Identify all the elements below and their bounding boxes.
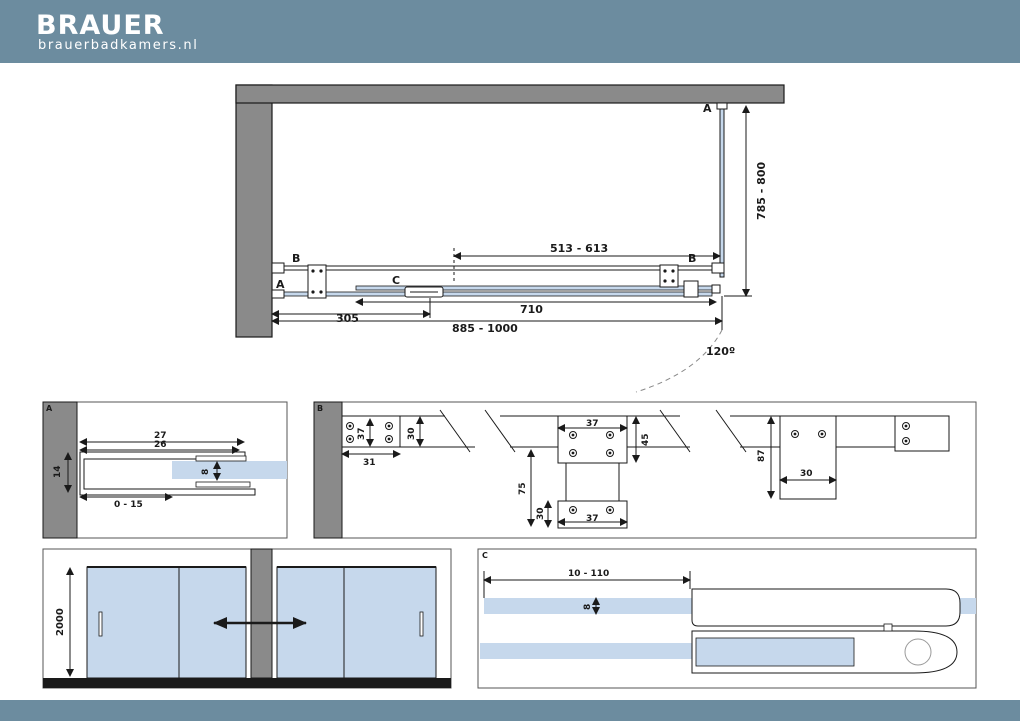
detail-a-dim-14: 14 [53,465,63,478]
elevation-panel: 2000 [42,548,452,689]
detail-c-panel: C 10 - 110 8 [477,548,977,689]
b-dim-30-low: 30 [536,507,546,520]
rail-bracket-right [711,262,725,274]
b-end-bracket [779,415,837,500]
dim-text-total: 885 - 1000 [452,322,518,335]
dim-text-305: 305 [336,312,359,325]
detail-b-tag: B [317,404,323,413]
b-dim-30-v: 30 [407,427,417,440]
label-c: C [392,274,400,287]
detail-a-tag: A [46,404,53,413]
wall-left [235,84,273,338]
top-plan-view: A A B B C 513 - 613 785 - 800 710 305 88… [235,84,785,393]
brand-footer [0,700,1020,721]
b-dim-37-bottom: 37 [586,514,599,524]
floor-clip-left [271,289,285,299]
label-a-bottom: A [276,278,285,291]
detail-c-dim-8: 8 [583,604,593,610]
detail-a-dim-8: 8 [201,469,211,475]
b-dim-87: 87 [757,449,767,462]
carriage-right [659,264,679,288]
side-panel-profile [716,102,728,110]
detail-a-dim-range: 0 - 15 [114,500,143,510]
dim-text-side: 785 - 800 [755,162,768,220]
end-stop-right [683,280,699,298]
detail-a-dim-27: 27 [154,431,167,441]
elevation-dim-height: 2000 [55,608,66,636]
b-dim-30-right: 30 [800,469,813,479]
detail-a-dim-26: 26 [154,440,167,450]
label-a-top: A [703,102,712,115]
b-dim-37-v: 37 [357,427,367,440]
detail-b-panel: B 37 30 31 37 [313,401,977,539]
side-panel-glass [719,104,725,278]
rail-bracket-left [271,262,285,274]
detail-c-tag: C [482,551,488,560]
label-b-left: B [292,252,300,265]
angle-text: 120º [706,345,735,358]
b-dim-37-top: 37 [586,419,599,429]
detail-a-panel: A 27 26 14 8 0 - 15 [42,401,288,539]
dim-text-710: 710 [520,303,543,316]
logo-website: brauerbadkamers.nl [38,38,199,53]
logo-brand-name: BRAUER [36,10,165,41]
b-wall-mount [894,415,950,452]
b-dim-45: 45 [641,433,651,446]
detail-a-glass [172,461,287,479]
b-carriage-stem [565,462,620,502]
b-carriage-top [557,415,628,464]
detail-c-handle-body [691,588,961,627]
b-dim-75: 75 [518,482,528,495]
elevation-floor [43,678,451,688]
brauer-logo: BRAUER brauerbadkamers.nl [36,10,286,55]
door-swing-arc [635,329,723,393]
b-dim-31: 31 [363,458,376,468]
carriage-left [307,264,327,299]
detail-c-knob [904,638,932,666]
detail-c-dim-range: 10 - 110 [568,569,609,579]
detail-b-wall [313,401,343,539]
label-b-right: B [688,252,696,265]
dim-text-slide: 513 - 613 [550,242,608,255]
elevation-wall [250,548,273,679]
wall-top [235,84,785,104]
floor-clip-right [711,284,721,294]
fixed-glass [279,291,713,297]
brand-header: BRAUER brauerbadkamers.nl [0,0,1020,63]
